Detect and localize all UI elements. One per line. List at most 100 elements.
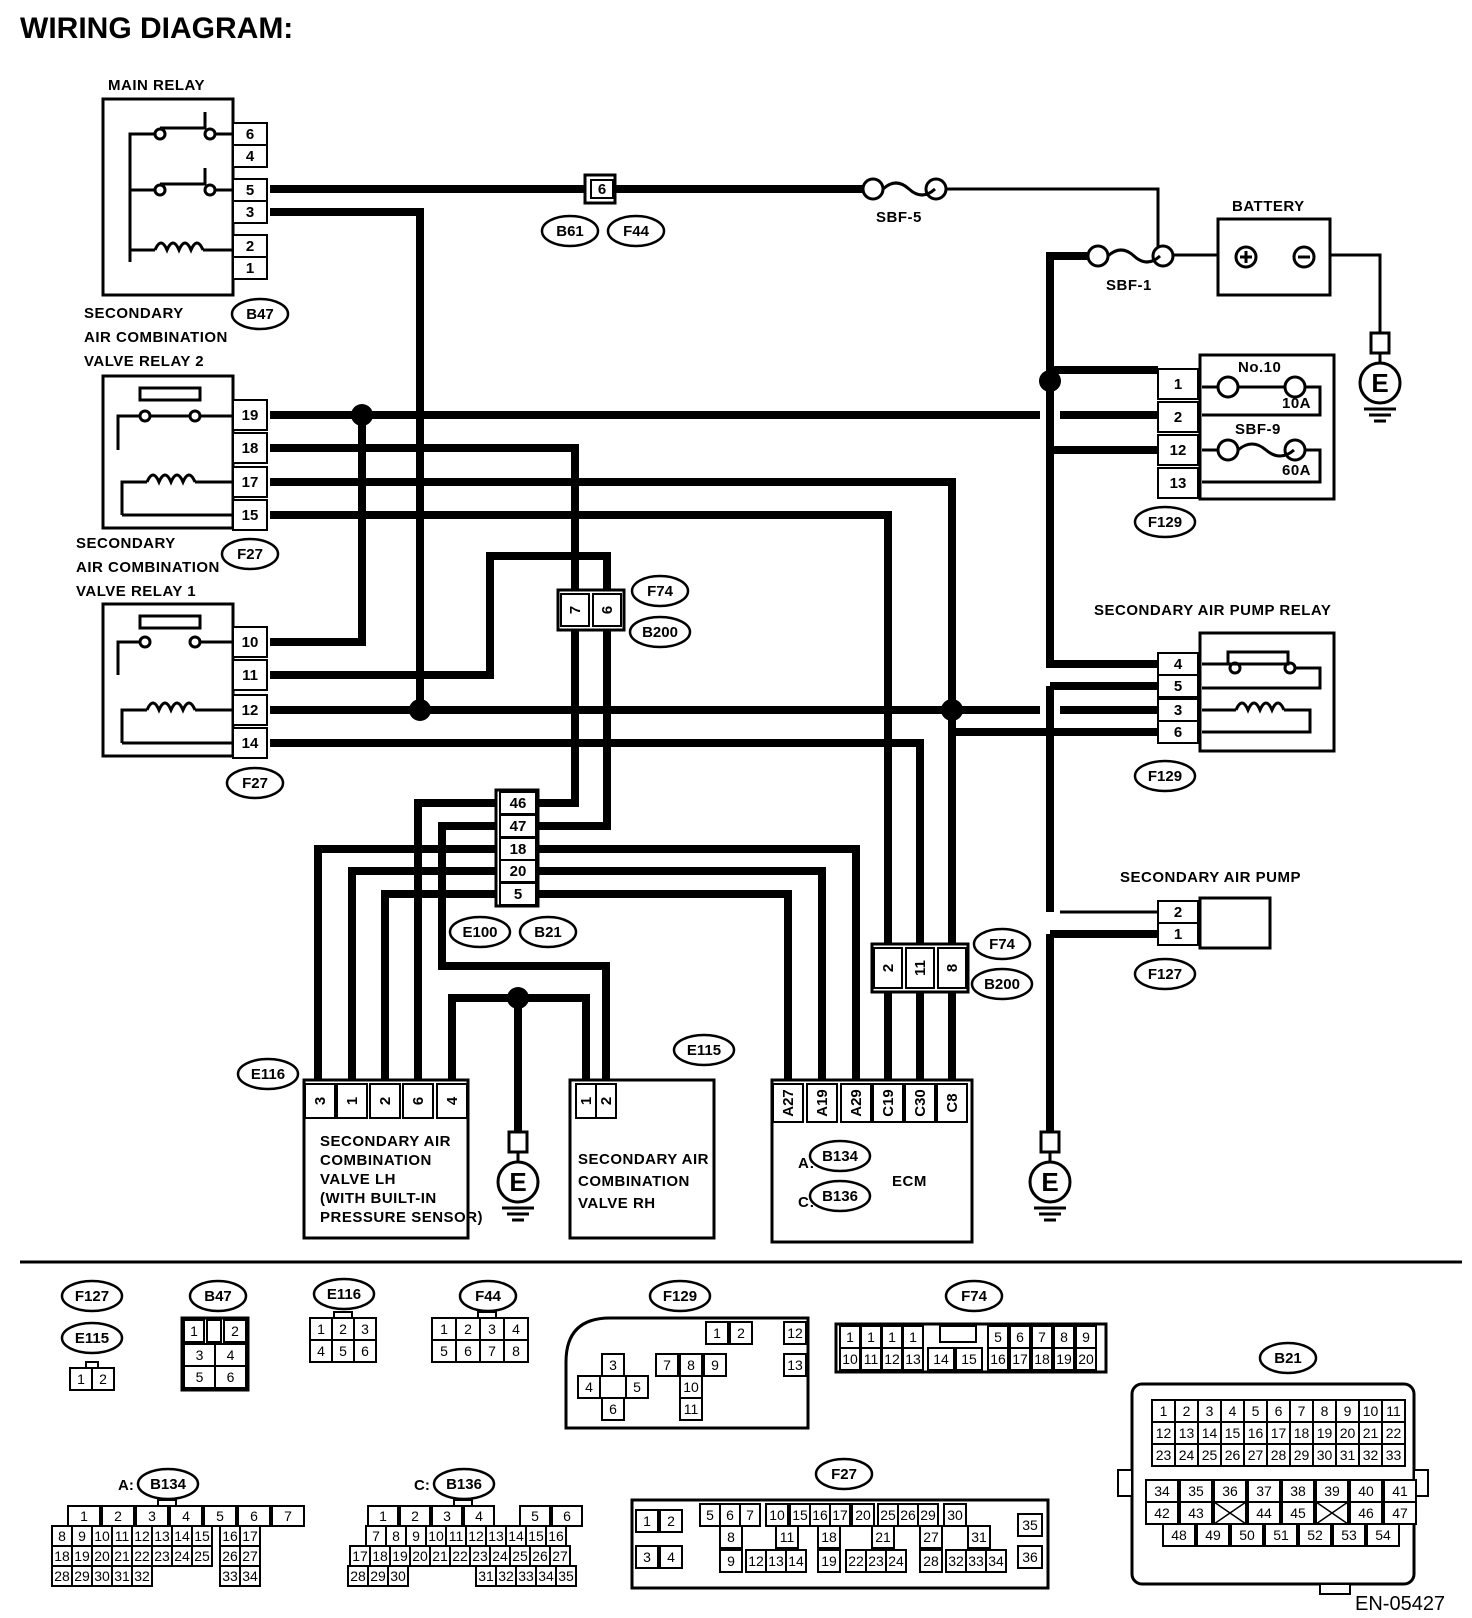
f129-pin: 12 bbox=[1170, 442, 1187, 459]
face-pin: 21 bbox=[114, 1548, 130, 1564]
face-pin: 23 bbox=[472, 1548, 488, 1564]
sac-valve-relay-1: SECONDARY AIR COMBINATION VALVE RELAY 1 … bbox=[76, 535, 268, 759]
pump-relay-pin: 3 bbox=[1174, 702, 1182, 719]
face-e115-label: E115 bbox=[75, 1330, 109, 1347]
face-pin: 5 bbox=[1252, 1403, 1260, 1419]
face-pin: 18 bbox=[1294, 1425, 1310, 1441]
face-pin: 14 bbox=[508, 1528, 524, 1544]
valve-lh-pin: 2 bbox=[377, 1097, 394, 1105]
face-pin: 29 bbox=[370, 1568, 386, 1584]
face-pin: 16 bbox=[812, 1507, 828, 1523]
face-pin: 26 bbox=[532, 1548, 548, 1564]
face-pin: 32 bbox=[948, 1553, 964, 1569]
face-pin: 3 bbox=[488, 1321, 496, 1337]
face-pin: 19 bbox=[1317, 1425, 1333, 1441]
face-pin: 52 bbox=[1307, 1527, 1323, 1543]
face-pin: 1 bbox=[190, 1323, 198, 1339]
face-pin: 3 bbox=[643, 1549, 651, 1565]
ecm-pin: C8 bbox=[944, 1093, 961, 1112]
face-pin: 13 bbox=[768, 1553, 784, 1569]
face-pin: 38 bbox=[1290, 1483, 1306, 1499]
face-pin: 35 bbox=[1022, 1517, 1038, 1533]
face-pin: 2 bbox=[464, 1321, 472, 1337]
relay1-label-1: SECONDARY bbox=[76, 535, 176, 552]
relay1-pin: 14 bbox=[242, 735, 259, 752]
face-pin: 15 bbox=[792, 1507, 808, 1523]
face-pin: 12 bbox=[468, 1528, 484, 1544]
face-pin: 13 bbox=[154, 1528, 170, 1544]
face-pin: 1 bbox=[77, 1371, 85, 1387]
face-pin: 3 bbox=[1206, 1403, 1214, 1419]
face-pin: 20 bbox=[1078, 1351, 1094, 1367]
face-pin: 20 bbox=[1340, 1425, 1356, 1441]
face-pin: 6 bbox=[609, 1401, 617, 1417]
face-pin: 11 bbox=[1386, 1403, 1401, 1419]
face-pin: 10 bbox=[428, 1528, 444, 1544]
face-pin: 14 bbox=[174, 1528, 190, 1544]
face-pin: 39 bbox=[1324, 1483, 1340, 1499]
face-pin: 17 bbox=[832, 1507, 848, 1523]
face-pin: 19 bbox=[821, 1553, 837, 1569]
face-pin: 9 bbox=[711, 1357, 719, 1373]
e100-pin: 46 bbox=[510, 795, 527, 812]
face-pin: 7 bbox=[284, 1508, 292, 1524]
face-pin: 33 bbox=[222, 1568, 238, 1584]
face-pin: 32 bbox=[134, 1568, 150, 1584]
face-pin: 20 bbox=[94, 1548, 110, 1564]
e100-pin: 47 bbox=[510, 818, 527, 835]
face-pin: 9 bbox=[1344, 1403, 1352, 1419]
connector-b134-label: B134 bbox=[822, 1148, 859, 1165]
pump-relay-pin: 6 bbox=[1174, 724, 1182, 741]
junctions bbox=[351, 370, 1061, 1009]
face-pin: 1 bbox=[909, 1329, 917, 1345]
face-pin: 33 bbox=[968, 1553, 984, 1569]
face-pin: 5 bbox=[196, 1369, 204, 1385]
face-pin: 7 bbox=[663, 1357, 671, 1373]
connector-b21-label: B21 bbox=[534, 924, 562, 941]
face-pin: 7 bbox=[746, 1507, 754, 1523]
face-pin: 12 bbox=[1156, 1425, 1172, 1441]
face-pin: 1 bbox=[80, 1508, 88, 1524]
relay2-pin: 19 bbox=[242, 407, 259, 424]
face-pin: 5 bbox=[440, 1343, 448, 1359]
face-e116-label: E116 bbox=[327, 1286, 361, 1303]
face-pin: 12 bbox=[748, 1553, 764, 1569]
face-pin: 53 bbox=[1341, 1527, 1357, 1543]
face-pin: 32 bbox=[498, 1568, 514, 1584]
valve-lh-label-3: VALVE LH bbox=[320, 1171, 396, 1188]
f129-pin: 1 bbox=[1174, 376, 1182, 393]
face-pin: 6 bbox=[1016, 1329, 1024, 1345]
face-pin: 19 bbox=[1056, 1351, 1072, 1367]
face-pin: 4 bbox=[1229, 1403, 1237, 1419]
connector-f74-label: F74 bbox=[989, 936, 1016, 953]
battery-label: BATTERY bbox=[1232, 198, 1305, 215]
connector-f74-label: F74 bbox=[647, 583, 674, 600]
face-pin: 14 bbox=[1202, 1425, 1218, 1441]
face-pin: 40 bbox=[1358, 1483, 1374, 1499]
e100-pin: 20 bbox=[510, 863, 527, 880]
sac-valve-relay-2: SECONDARY AIR COMBINATION VALVE RELAY 2 … bbox=[84, 305, 268, 531]
face-pin: 29 bbox=[920, 1507, 936, 1523]
e100-pin: 5 bbox=[514, 886, 522, 903]
face-pin: 2 bbox=[667, 1513, 675, 1529]
face-pin: 3 bbox=[443, 1508, 451, 1524]
b61-pin: 6 bbox=[598, 181, 606, 198]
face-pin: 17 bbox=[1012, 1351, 1028, 1367]
relay1-pin: 12 bbox=[242, 702, 259, 719]
face-pin: 4 bbox=[667, 1549, 675, 1565]
connector-f44-label: F44 bbox=[623, 223, 650, 240]
face-pin: 7 bbox=[488, 1343, 496, 1359]
relay2-label-2: AIR COMBINATION bbox=[84, 329, 228, 346]
connector-e100-label: E100 bbox=[462, 924, 497, 941]
main-relay-pin: 4 bbox=[246, 148, 255, 165]
ground-e-label: E bbox=[1371, 368, 1388, 398]
face-b47-label: B47 bbox=[204, 1288, 232, 1305]
face-pin: 3 bbox=[361, 1321, 369, 1337]
face-f44-label: F44 bbox=[475, 1288, 502, 1305]
valve-lh-pin: 4 bbox=[444, 1096, 461, 1105]
page-title: WIRING DIAGRAM: bbox=[20, 12, 293, 45]
valve-lh-label-5: PRESSURE SENSOR) bbox=[320, 1209, 483, 1226]
